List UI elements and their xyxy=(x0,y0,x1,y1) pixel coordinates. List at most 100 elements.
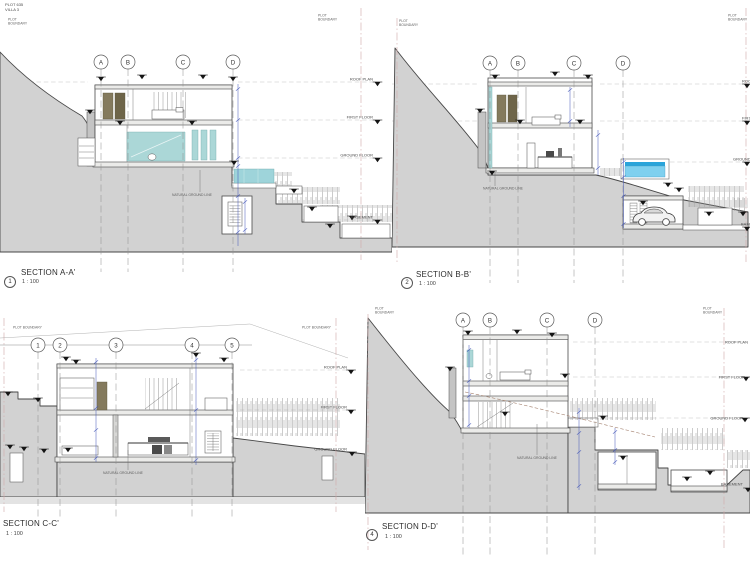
natural-ground-line-label: NATURAL GROUND LINE xyxy=(172,193,213,197)
natural-ground-line-label: NATURAL GROUND LINE xyxy=(483,187,524,191)
wc-fixture xyxy=(485,373,493,379)
grid-label: B xyxy=(488,317,492,324)
section-d-title: SECTION D-D' xyxy=(382,522,438,531)
section-c-title: SECTION C-C' xyxy=(3,519,59,528)
wardrobe xyxy=(114,92,126,120)
basement-window-well xyxy=(221,195,253,235)
grid-label: A xyxy=(99,59,104,66)
grid-lines xyxy=(489,70,624,283)
level-label-roof: ROOF PLAN xyxy=(725,340,748,345)
door xyxy=(96,381,108,411)
section-a-title: SECTION A-A' xyxy=(21,268,76,277)
plot-boundary-label: BOUNDARY xyxy=(318,18,338,22)
plot-boundary-label: BOUNDARY xyxy=(375,311,395,315)
plot-boundary-label: PLOT BOUNDARY xyxy=(13,326,43,330)
plot-boundary-label: PLOT xyxy=(703,307,712,311)
wardrobe xyxy=(507,94,518,123)
section-a-number: 1 xyxy=(4,276,16,288)
kitchen-counter xyxy=(537,156,573,169)
dimension-lines xyxy=(466,345,618,490)
natural-ground-line-label: NATURAL GROUND LINE xyxy=(103,471,144,475)
dimension-lines xyxy=(567,87,626,228)
level-label-roof: ROOF PLAN xyxy=(324,365,347,370)
level-label-first: FIRST FLOOR xyxy=(719,375,745,380)
level-label-ground: GROUND FLOOR xyxy=(314,447,347,452)
light-well xyxy=(9,452,24,483)
plot-number-label: PLOT 635 xyxy=(5,2,24,7)
plot-boundary-label: PLOT BOUNDARY xyxy=(302,326,332,330)
level-label-basement: BASEMENT xyxy=(741,222,750,227)
wardrobe xyxy=(102,92,114,120)
section-b-title: SECTION B-B' xyxy=(416,270,472,279)
natural-ground-line-label: NATURAL GROUND LINE xyxy=(517,456,558,460)
section-d-number: 4 xyxy=(366,529,378,541)
plot-boundary-label: PLOT xyxy=(375,307,384,311)
grid-label: A xyxy=(461,317,466,324)
grid-label: C xyxy=(545,317,550,324)
grid-label: A xyxy=(488,60,493,67)
level-label-first: FIRST FLOOR xyxy=(742,116,750,121)
annotations: PLOT BOUNDARY PLOT BOUNDARY ROOF PLAN FI… xyxy=(375,307,748,487)
section-c-scale: 1 : 100 xyxy=(6,531,23,537)
grid-label: C xyxy=(572,60,577,67)
grid-label: B xyxy=(126,59,130,66)
retaining-wall xyxy=(477,111,487,169)
grid-bubbles: A B C D xyxy=(455,312,603,328)
level-label-first: FIRST FLOOR xyxy=(321,405,347,410)
annotations: PLOT BOUNDARY PLOT BOUNDARY ROOF PLAN FI… xyxy=(13,326,347,476)
plot-boundary-label: PLOT xyxy=(318,14,327,18)
range-hood xyxy=(148,437,170,442)
plot-boundary-label: BOUNDARY xyxy=(8,22,28,26)
grid-lines xyxy=(37,352,233,518)
pool xyxy=(231,168,277,189)
grid-label: 3 xyxy=(114,342,118,349)
villa-label: VILLA 3 xyxy=(5,7,20,12)
plot-boundary-label: BOUNDARY xyxy=(728,18,748,22)
retaining-wall xyxy=(448,367,457,419)
level-label-first: FIRST FLOOR xyxy=(347,115,373,120)
level-label-ground: GROUND FLOOR xyxy=(733,157,750,162)
level-label-basement: BASEMENT xyxy=(721,482,744,487)
grid-label: D xyxy=(621,60,626,67)
section-b-scale: 1 : 100 xyxy=(419,281,436,287)
grid-label: 4 xyxy=(190,342,194,349)
glazed-window xyxy=(466,349,474,368)
grid-bubbles: A B C D xyxy=(93,54,241,70)
terrain xyxy=(0,391,365,504)
grid-label: 2 xyxy=(58,342,62,349)
grid-bubbles: A B C D xyxy=(482,55,631,71)
annotations: PLOT BOUNDARY PLOT BOUNDARY ROOF PLAN FI… xyxy=(399,14,750,227)
bed xyxy=(151,109,185,120)
grid-label: D xyxy=(593,317,598,324)
villa-section xyxy=(485,77,595,174)
garage-section xyxy=(622,195,684,230)
level-label-basement: BASEMENT xyxy=(351,215,374,220)
section-c-drawing: 1 2 3 4 5 PLOT BOUNDARY PLOT BOUNDARY RO… xyxy=(0,318,365,518)
wardrobe xyxy=(496,94,507,123)
section-d-drawing: A B C D PLOT BOUNDARY PLOT BOUNDARY ROOF… xyxy=(365,307,750,555)
section-a-drawing: A B C D PLOT 635 VILLA 3 PLOT BOUNDARY P… xyxy=(0,2,392,272)
grid-label: C xyxy=(181,59,186,66)
level-label-ground: GROUND FLOOR xyxy=(340,153,373,158)
grid-lines xyxy=(462,327,596,555)
villa-section xyxy=(460,334,656,438)
vegetation xyxy=(236,398,340,436)
plot-boundary-label: PLOT xyxy=(728,14,737,18)
plot-boundary-label: PLOT xyxy=(399,19,408,23)
section-d-scale: 1 : 100 xyxy=(385,534,402,540)
grid-label: D xyxy=(231,59,236,66)
plot-boundary-label: BOUNDARY xyxy=(399,23,419,27)
dimension-lines xyxy=(235,84,248,246)
section-b-number: 2 xyxy=(401,277,413,289)
section-a-scale: 1 : 100 xyxy=(22,279,39,285)
bed xyxy=(499,371,531,381)
light-well xyxy=(321,455,334,481)
annotations: PLOT 635 VILLA 3 PLOT BOUNDARY PLOT BOUN… xyxy=(5,2,374,220)
wc-fixture xyxy=(147,153,157,161)
glazed-wall xyxy=(488,86,493,169)
terrace-walls xyxy=(275,185,391,239)
natural-ground-trace xyxy=(464,391,656,438)
pool xyxy=(620,158,670,180)
